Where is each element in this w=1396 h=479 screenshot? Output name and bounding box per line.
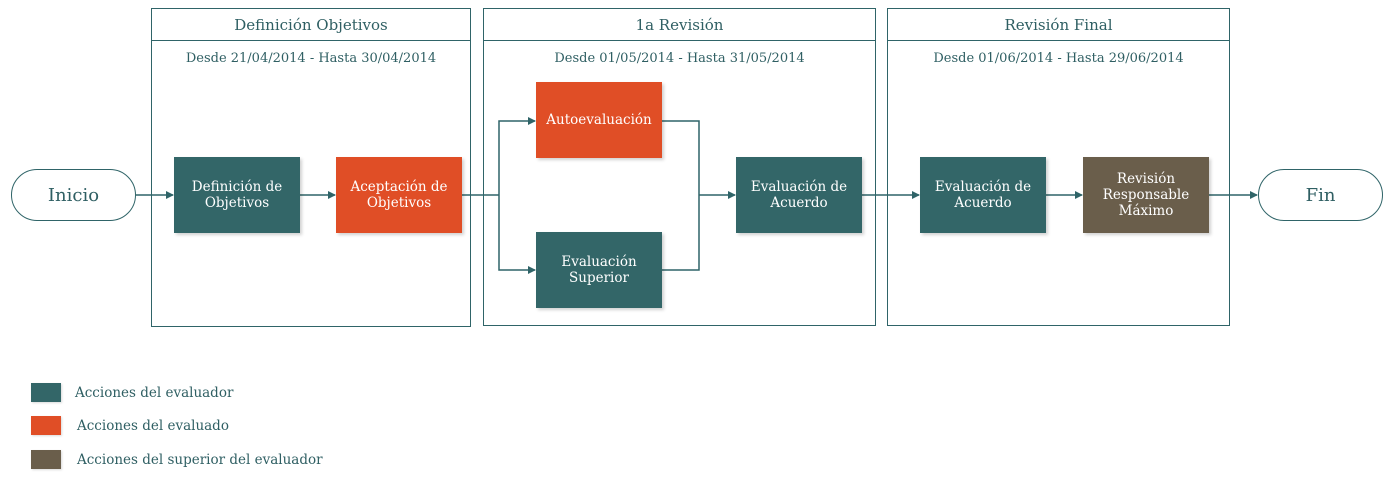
node-label: Aceptación de Objetivos <box>350 179 448 211</box>
node-label: Autoevaluación <box>546 112 652 128</box>
legend-swatch <box>31 416 61 435</box>
legend-label: Acciones del evaluado <box>77 417 229 434</box>
node-label: Definición de Objetivos <box>191 179 283 211</box>
legend-swatch <box>31 383 61 402</box>
node-evaluacion-acuerdo-2: Evaluación de Acuerdo <box>920 157 1046 233</box>
phase-definicion-objetivos: Definición Objetivos Desde 21/04/2014 - … <box>151 8 471 327</box>
node-evaluacion-acuerdo-1: Evaluación de Acuerdo <box>736 157 862 233</box>
phase-title: Definición Objetivos <box>152 9 470 41</box>
node-aceptacion-objetivos: Aceptación de Objetivos <box>336 157 462 233</box>
node-label: Evaluación de Acuerdo <box>934 179 1032 211</box>
node-definicion-objetivos: Definición de Objetivos <box>174 157 300 233</box>
phase-1a-revision: 1a Revisión Desde 01/05/2014 - Hasta 31/… <box>483 8 876 326</box>
start-terminal: Inicio <box>11 169 136 221</box>
node-label: Evaluación de Acuerdo <box>750 179 848 211</box>
legend-item-evaluador: Acciones del evaluador <box>31 383 233 402</box>
node-label: Revisión Responsable Máximo <box>1102 171 1190 219</box>
node-revision-responsable: Revisión Responsable Máximo <box>1083 157 1209 233</box>
node-label: Evaluación Superior <box>561 254 637 286</box>
line-superior-merge <box>662 195 700 271</box>
end-label: Fin <box>1305 184 1336 206</box>
legend-item-evaluado: Acciones del evaluado <box>31 416 229 435</box>
legend-item-superior: Acciones del superior del evaluador <box>31 450 323 469</box>
phase-dates: Desde 21/04/2014 - Hasta 30/04/2014 <box>185 51 437 66</box>
end-terminal: Fin <box>1258 169 1383 221</box>
arrow-split-autoevaluacion <box>498 117 536 195</box>
line-autoevaluacion-merge <box>662 120 700 195</box>
arrow-split-superior <box>498 195 536 274</box>
phase-title: Revisión Final <box>888 9 1229 41</box>
legend-label: Acciones del superior del evaluador <box>77 451 323 468</box>
phase-title: 1a Revisión <box>484 9 875 41</box>
node-autoevaluacion: Autoevaluación <box>536 82 662 158</box>
phase-revision-final: Revisión Final Desde 01/06/2014 - Hasta … <box>887 8 1230 326</box>
start-label: Inicio <box>47 184 100 206</box>
legend-swatch <box>31 450 61 469</box>
phase-dates: Desde 01/06/2014 - Hasta 29/06/2014 <box>933 51 1184 66</box>
legend-label: Acciones del evaluador <box>75 384 234 401</box>
node-evaluacion-superior: Evaluación Superior <box>536 232 662 308</box>
phase-dates: Desde 01/05/2014 - Hasta 31/05/2014 <box>554 51 805 66</box>
